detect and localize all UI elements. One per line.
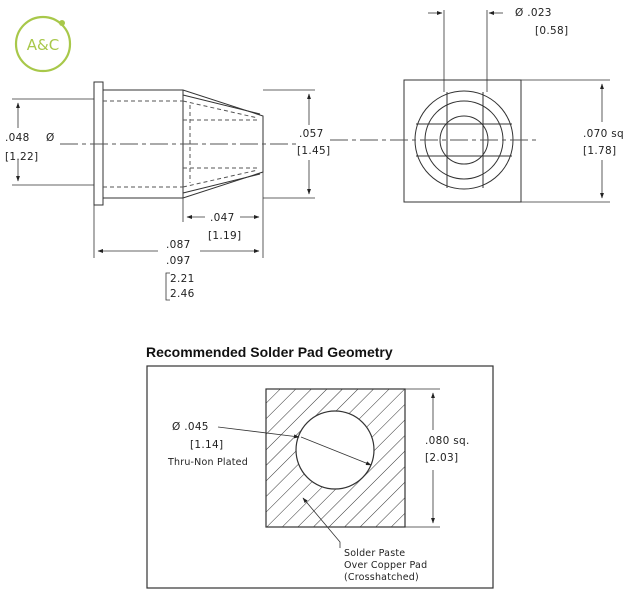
slot-diameter-mm: [0.58] [535, 25, 568, 37]
hidden-lines [103, 100, 260, 188]
paste-note-line1: Solder Paste [344, 548, 405, 559]
hole-note: Thru-Non Plated [167, 457, 248, 468]
taper-length-in: .047 [210, 212, 235, 224]
body-height-mm: [1.45] [297, 145, 330, 157]
taper-length-mm: [1.19] [208, 230, 241, 242]
overall-length-min-in: .087 [166, 239, 191, 251]
paste-note-line2: Over Copper Pad [344, 560, 427, 571]
paste-note-line3: (Crosshatched) [344, 572, 419, 583]
hole-diameter-in: Ø .045 [172, 421, 209, 433]
company-logo: A&C [14, 15, 72, 73]
side-view [60, 81, 300, 206]
slot-diameter-in: Ø .023 [515, 7, 552, 19]
pad-geometry-title: Recommended Solder Pad Geometry [146, 344, 393, 360]
pad-square-mm: [2.03] [425, 452, 458, 464]
pad-dimensions [217, 388, 440, 548]
square-mm: [1.78] [583, 145, 616, 157]
side-view-dimensions [12, 89, 315, 301]
pad-geometry-box [146, 365, 494, 589]
flange-diameter-in: .048 [5, 132, 30, 144]
thru-hole [295, 410, 375, 490]
overall-length-min-mm: 2.21 [170, 273, 195, 285]
pad-square-in: .080 sq. [425, 435, 470, 447]
end-view-square [403, 79, 522, 203]
end-view-dimensions [428, 10, 610, 203]
body-height-in: .057 [299, 128, 324, 140]
end-view [330, 79, 540, 203]
hole-diameter-mm: [1.14] [190, 439, 223, 451]
flange-diameter-symbol: Ø [46, 132, 55, 144]
overall-length-max-mm: 2.46 [170, 288, 195, 300]
flange-diameter-mm: [1.22] [5, 151, 38, 163]
logo-text: A&C [27, 36, 59, 54]
overall-length-max-in: .097 [166, 255, 191, 267]
square-in: .070 sq [583, 128, 624, 140]
